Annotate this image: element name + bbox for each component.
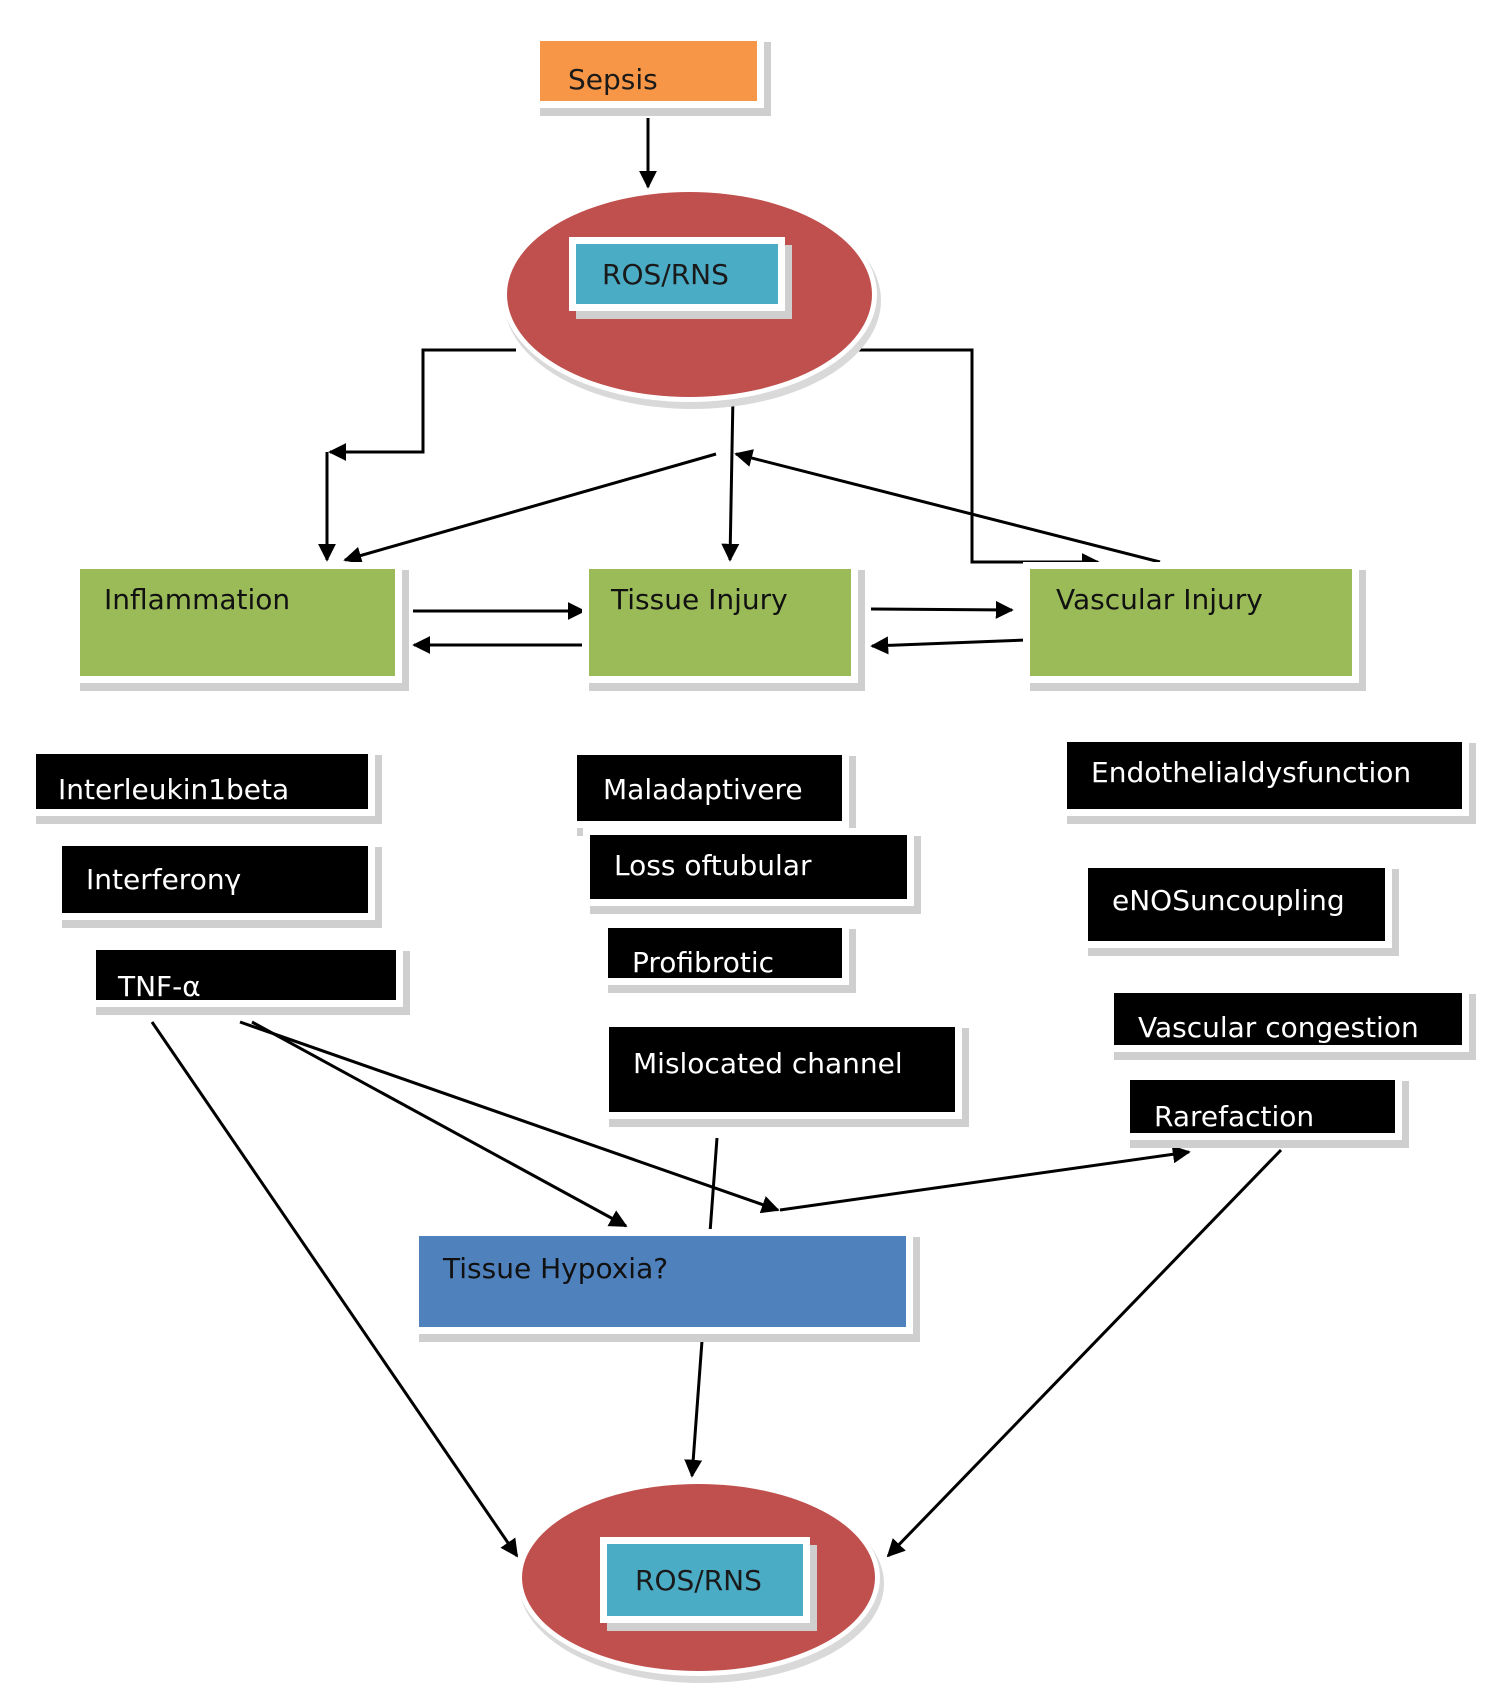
endothelial-dysfunction-box: Endothelialdysfunction bbox=[1067, 742, 1462, 809]
loss-of-tubular-box: Loss oftubular bbox=[590, 835, 907, 899]
arrow-tnf-to-hub-right bbox=[239, 1020, 780, 1214]
endothelial-dysfunction-label: Endothelialdysfunction bbox=[1091, 756, 1412, 789]
arrow-ros-to-inflammation-elbow bbox=[328, 348, 516, 461]
rarefaction-box: Rarefaction bbox=[1130, 1080, 1395, 1133]
tnf-alpha-box: TNF-α bbox=[96, 950, 396, 1000]
ros-rns-top-label: ROS/RNS bbox=[602, 258, 729, 291]
interleukin1beta-label: Interleukin1beta bbox=[58, 773, 290, 806]
arrow-tnf-to-hypoxia bbox=[251, 1020, 628, 1228]
loss-of-tubular-label: Loss oftubular bbox=[614, 849, 812, 882]
arrow-ros-to-tissue-injury bbox=[721, 394, 740, 562]
interferon-gamma-box: Interferonγ bbox=[62, 846, 368, 913]
arrow-vascular-to-tissue bbox=[870, 636, 1028, 655]
sepsis-box: Sepsis bbox=[540, 41, 757, 101]
arrow-hub-to-rarefaction bbox=[779, 1145, 1191, 1212]
vascular-injury-label: Vascular Injury bbox=[1056, 583, 1263, 616]
arrow-vascular-to-hub bbox=[734, 449, 1161, 564]
ros-rns-box-bottom: ROS/RNS bbox=[607, 1544, 803, 1616]
profibrotic-box: Profibrotic bbox=[608, 928, 842, 978]
vascular-injury-box: Vascular Injury bbox=[1030, 569, 1352, 676]
tissue-hypoxia-box: Tissue Hypoxia? bbox=[419, 1236, 906, 1327]
tissue-injury-label: Tissue Injury bbox=[611, 583, 788, 616]
tissue-injury-box: Tissue Injury bbox=[589, 569, 851, 676]
arrow-hub-to-inflammation bbox=[343, 452, 717, 565]
interferon-gamma-label: Interferonγ bbox=[86, 863, 242, 896]
enos-uncoupling-box: eNOSuncoupling bbox=[1088, 868, 1385, 941]
inflammation-label: Inflammation bbox=[104, 583, 291, 616]
tissue-hypoxia-label: Tissue Hypoxia? bbox=[443, 1252, 669, 1285]
mislocated-channel-label: Mislocated channel bbox=[633, 1047, 903, 1080]
profibrotic-label: Profibrotic bbox=[632, 946, 775, 978]
interleukin1beta-box: Interleukin1beta bbox=[36, 754, 368, 809]
inflammation-box: Inflammation bbox=[80, 569, 395, 676]
vascular-congestion-label: Vascular congestion bbox=[1138, 1011, 1419, 1044]
enos-uncoupling-label: eNOSuncoupling bbox=[1112, 884, 1345, 917]
arrow-tnf-to-ros-bottom bbox=[150, 1021, 519, 1558]
arrow-tissue-to-vascular bbox=[870, 600, 1014, 619]
maladaptive-box: Maladaptivere bbox=[577, 755, 842, 821]
vascular-congestion-box: Vascular congestion bbox=[1114, 993, 1462, 1045]
mislocated-channel-box: Mislocated channel bbox=[609, 1027, 955, 1112]
ros-rns-bottom-label: ROS/RNS bbox=[635, 1564, 762, 1597]
sepsis-label: Sepsis bbox=[568, 63, 658, 96]
maladaptive-label: Maladaptivere bbox=[603, 773, 803, 806]
arrow-rarefaction-to-ros-bottom bbox=[886, 1148, 1283, 1558]
ros-rns-box-top: ROS/RNS bbox=[576, 244, 778, 304]
arrow-ros-to-vascular-injury bbox=[847, 348, 1100, 571]
rarefaction-label: Rarefaction bbox=[1154, 1100, 1315, 1133]
tnf-alpha-label: TNF-α bbox=[118, 970, 201, 1000]
